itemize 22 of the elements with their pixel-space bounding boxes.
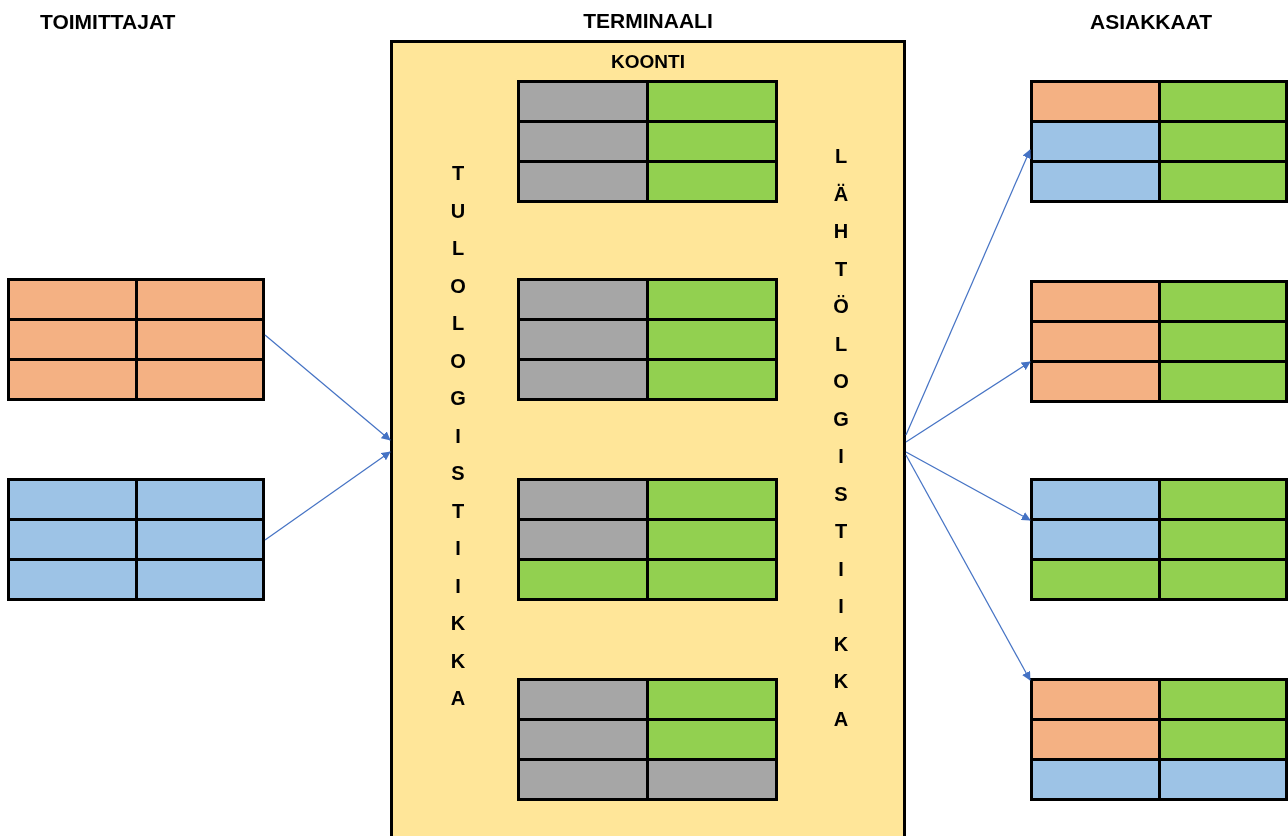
cargo-grid: [517, 678, 778, 801]
cargo-grid: [1030, 80, 1288, 203]
column-heading: TOIMITTAJAT: [40, 10, 176, 34]
section-heading: TERMINAALI: [582, 9, 714, 33]
cargo-grid: [517, 278, 778, 401]
vertical-label: TULOLOGISTIIKKA: [449, 161, 467, 711]
cargo-grid: [1030, 678, 1288, 801]
cargo-grid: [1030, 280, 1288, 403]
cargo-grid: [1030, 478, 1288, 601]
cargo-grid: [517, 80, 778, 203]
cargo-grid: [7, 278, 265, 401]
vertical-label: LÄHTÖLOGISTIIKKA: [832, 144, 850, 732]
arrow: [264, 451, 391, 541]
arrow: [905, 454, 1031, 681]
arrow: [264, 334, 391, 441]
arrow: [905, 451, 1031, 521]
arrow: [905, 361, 1031, 443]
cargo-grid: [7, 478, 265, 601]
arrow: [905, 149, 1031, 436]
cargo-grid: [517, 478, 778, 601]
column-heading: ASIAKKAAT: [1090, 10, 1213, 34]
section-heading: KOONTI: [610, 51, 686, 73]
